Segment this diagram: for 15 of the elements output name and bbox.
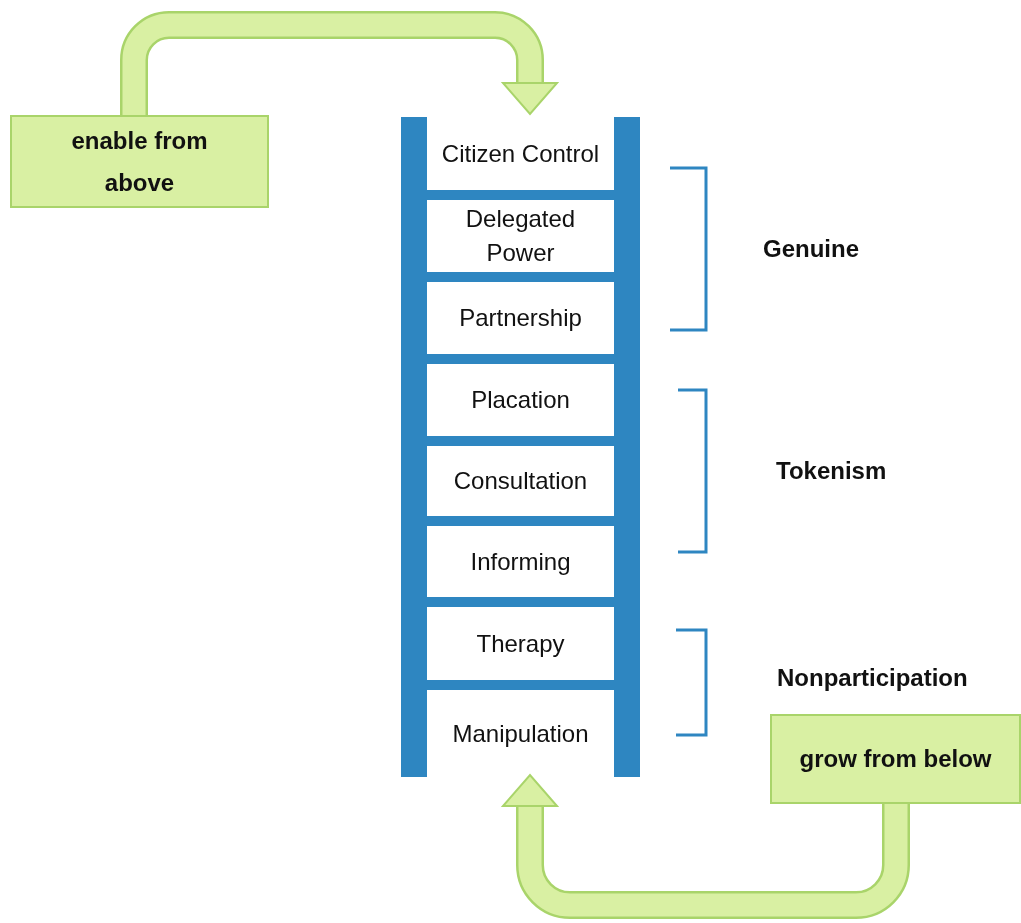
- ladder-step-label: Partnership: [459, 303, 582, 334]
- curved-arrow: [502, 774, 910, 919]
- ladder-step-label: Placation: [471, 385, 570, 416]
- ladder-step-label: Consultation: [453, 466, 588, 497]
- ladder-step-label: Delegated Power: [464, 204, 577, 268]
- label-box: enable from above: [10, 115, 269, 208]
- group-label: Genuine: [763, 235, 859, 263]
- group-label: Nonparticipation: [777, 664, 968, 692]
- ladder-step-label: Informing: [470, 546, 571, 577]
- label-box: grow from below: [770, 714, 1021, 804]
- curved-arrow: [120, 11, 558, 115]
- ladder-step-label: Therapy: [476, 628, 565, 659]
- ladder-step-label: Manipulation: [452, 718, 589, 749]
- group-label: Tokenism: [776, 457, 887, 485]
- ladder-step-label: Citizen Control: [441, 138, 600, 169]
